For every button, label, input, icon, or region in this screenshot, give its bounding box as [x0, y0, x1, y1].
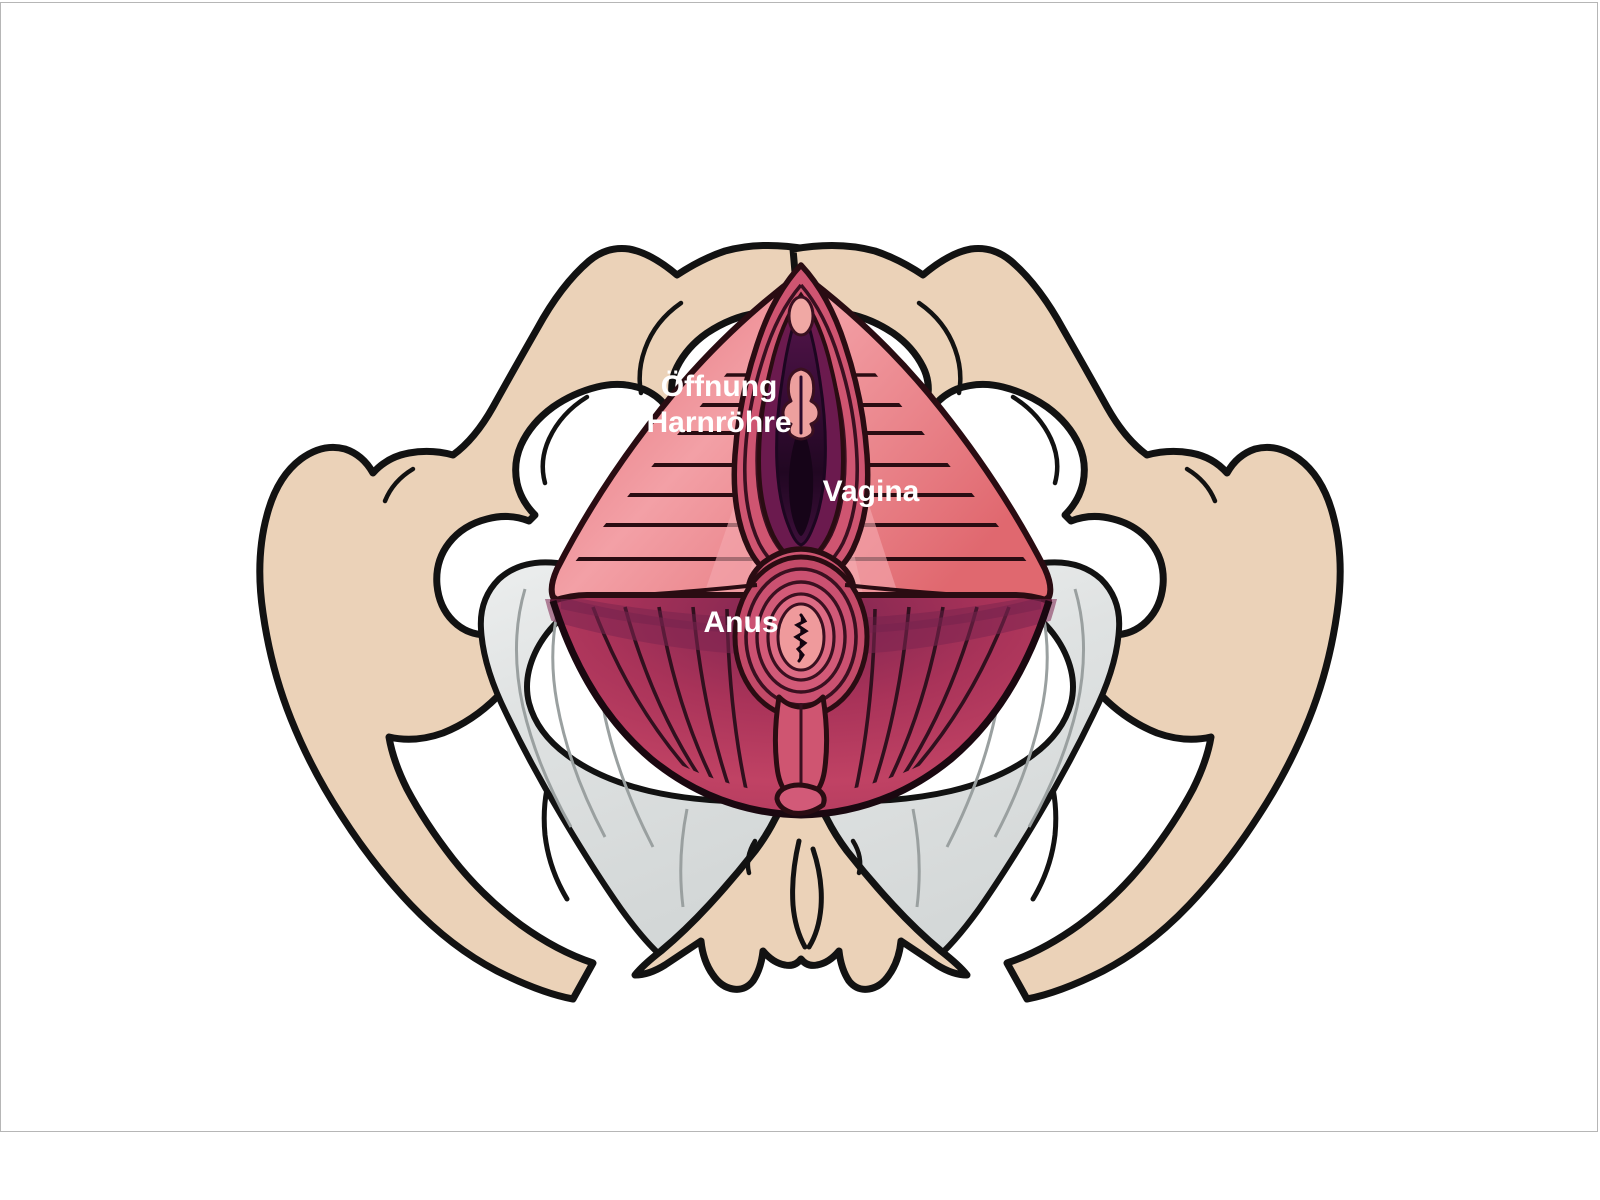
left-bone-detail-1 [637, 300, 684, 396]
transverse-perineal-right [844, 583, 962, 597]
left-ligament-fiber-4 [679, 808, 689, 908]
sacral-foramen-right-1 [850, 838, 863, 876]
label-urethra-line2: Harnröhre [646, 406, 791, 439]
bulbospongiosus-ring-1r [799, 283, 860, 579]
left-bone-detail-2 [540, 394, 590, 486]
right-bone-detail-2 [1010, 394, 1060, 486]
right-ligament-fiber-4 [911, 808, 921, 908]
right-bone-detail-1 [916, 300, 963, 396]
coccyx-midline [790, 838, 808, 950]
ligament-group [477, 559, 1123, 964]
coccyx-midline-2 [806, 846, 824, 950]
pelvic-floor-diagram: Öffnung Harnröhre Vagina Anus [1, 3, 1599, 1133]
anal-opening [776, 602, 826, 672]
left-bone-detail-4 [382, 466, 416, 504]
label-anus: Anus [704, 606, 779, 639]
label-vagina: Vagina [823, 475, 920, 508]
vaginal-canal-deep [788, 423, 814, 536]
bulbospongiosus-ring-1 [742, 283, 803, 579]
central-perineal-group [640, 262, 962, 816]
raphe-terminal [774, 782, 827, 816]
label-urethra-line1: Öffnung [661, 370, 778, 403]
clitoris [787, 295, 815, 337]
figure-frame: Öffnung Harnröhre Vagina Anus [0, 2, 1598, 1132]
sacral-foramen-left-1 [745, 838, 758, 876]
anal-slit [793, 613, 809, 663]
right-bone-detail-4 [1184, 466, 1218, 504]
sacrum-bone [631, 795, 971, 993]
transverse-perineal-left [640, 583, 758, 597]
anatomy-illustration: Öffnung Harnröhre Vagina Anus [256, 241, 1344, 1003]
right-ligament-fiber-1 [1027, 588, 1086, 828]
left-ligament-fiber-1 [514, 588, 573, 828]
label-group: Öffnung Harnröhre Vagina Anus [646, 370, 919, 639]
